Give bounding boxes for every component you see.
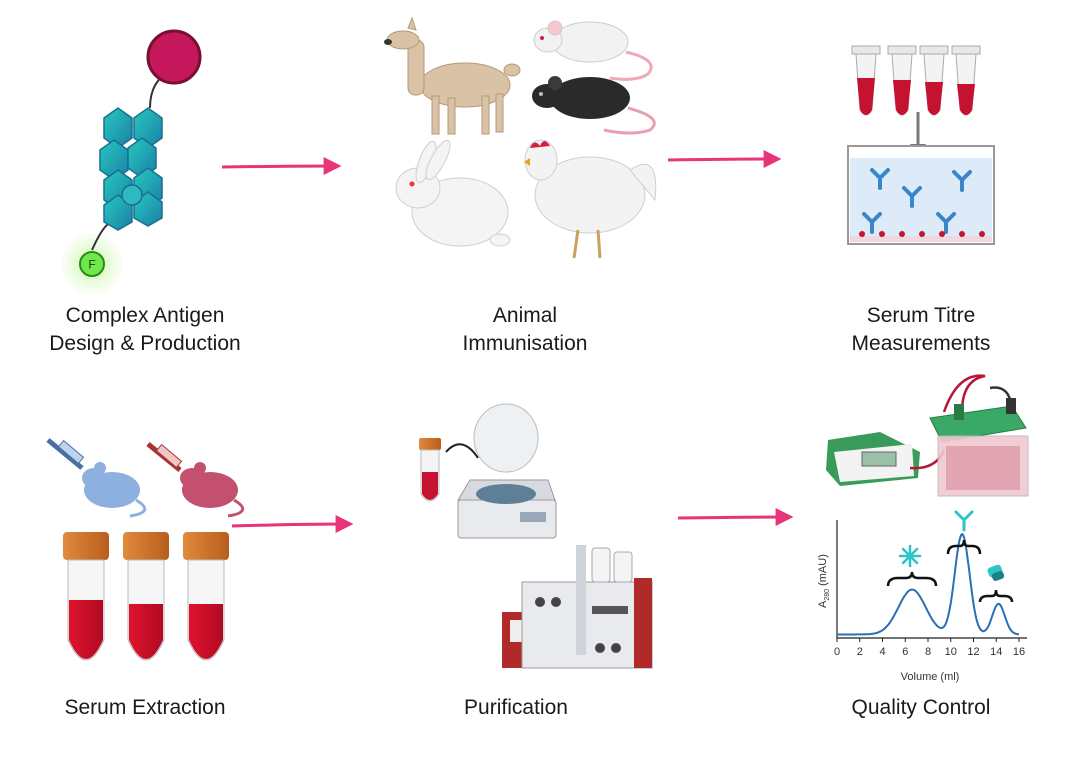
flow-arrows — [221, 150, 794, 534]
arrow-extraction-to-purification — [231, 515, 354, 534]
step-label-purification: Purification — [464, 696, 568, 719]
black-mouse-icon — [532, 76, 656, 135]
antigen-bead-icon — [146, 29, 202, 85]
x-tick-label: 12 — [967, 646, 979, 658]
syringe-icon — [146, 442, 183, 472]
sample-tube-icon — [887, 45, 917, 116]
step-label-qc: Quality Control — [851, 696, 991, 719]
peak-bracket — [978, 589, 1014, 603]
x-tick-label: 8 — [925, 646, 931, 658]
blood-tube-icon — [63, 532, 109, 661]
antigen-fluorophore-icon — [79, 251, 105, 277]
pink-mouse-icon — [180, 462, 245, 518]
gel-tank-icon — [929, 398, 1029, 497]
qc-illustration: 0 2 4 6 8 10 12 14 16 Volume (ml) A280 (mAU) — [817, 374, 1029, 683]
white-mouse-icon — [533, 20, 653, 81]
arrow-immunisation-to-titre — [667, 150, 782, 169]
aggregate-antibody-icon — [898, 544, 922, 568]
chromatogram-line — [837, 533, 1020, 636]
step-label-antigen: Complex Antigen Design & Production — [49, 304, 241, 355]
step-label-titre: Serum Titre Measurements — [851, 304, 991, 355]
x-tick-label: 14 — [990, 646, 1002, 658]
power-supply-icon — [826, 432, 920, 486]
centrifuge-icon — [457, 403, 557, 539]
antigen-protein-icon — [99, 107, 163, 231]
sec-chart: 0 2 4 6 8 10 12 14 16 Volume (ml) A280 (mAU) — [817, 510, 1027, 683]
elisa-well-icon — [847, 145, 995, 245]
purification-illustration — [419, 403, 653, 669]
llama-icon — [384, 16, 521, 135]
x-tick-label: 4 — [879, 646, 885, 658]
x-tick-label: 10 — [945, 646, 957, 658]
chicken-icon — [524, 139, 657, 259]
x-axis-label: Volume (ml) — [901, 671, 960, 683]
step-label-extraction: Serum Extraction — [64, 696, 226, 719]
blood-tube-icon — [183, 532, 229, 661]
x-tick-label: 2 — [857, 646, 863, 658]
chromatography-system-icon — [502, 545, 653, 669]
antigen-coat-icons — [859, 231, 985, 237]
sample-tube-icon — [919, 45, 949, 116]
peak-bracket — [946, 539, 982, 555]
peak-bracket — [886, 571, 938, 587]
blue-mouse-icon — [82, 462, 147, 518]
x-ticks: 0 2 4 6 8 10 12 14 16 — [834, 638, 1025, 658]
x-tick-label: 6 — [902, 646, 908, 658]
y-axis-label: A280 (mAU) — [817, 554, 831, 608]
arrow-purification-to-qc — [677, 508, 794, 527]
extraction-illustration — [46, 438, 245, 661]
arrow-antigen-to-immunisation — [221, 157, 342, 176]
antigen-tag-letter: F — [88, 258, 95, 272]
x-tick-label: 0 — [834, 646, 840, 658]
sample-tube-icon — [851, 45, 881, 116]
syringe-icon — [46, 438, 85, 470]
x-tick-label: 16 — [1013, 646, 1025, 658]
rabbit-icon — [395, 139, 511, 247]
sample-tubes — [851, 45, 981, 116]
falcon-tube-icon — [419, 438, 441, 502]
antigen-illustration: F — [61, 29, 202, 295]
immunisation-illustration — [384, 16, 657, 259]
titre-illustration — [847, 45, 995, 245]
fragment-antibody-icon — [987, 564, 1005, 581]
sample-tube-icon — [951, 45, 981, 116]
antibody-icons — [862, 168, 972, 234]
blood-tube-icon — [123, 532, 169, 661]
step-label-immunisation: Animal Immunisation — [462, 304, 588, 355]
monomer-antibody-icon — [954, 510, 974, 532]
